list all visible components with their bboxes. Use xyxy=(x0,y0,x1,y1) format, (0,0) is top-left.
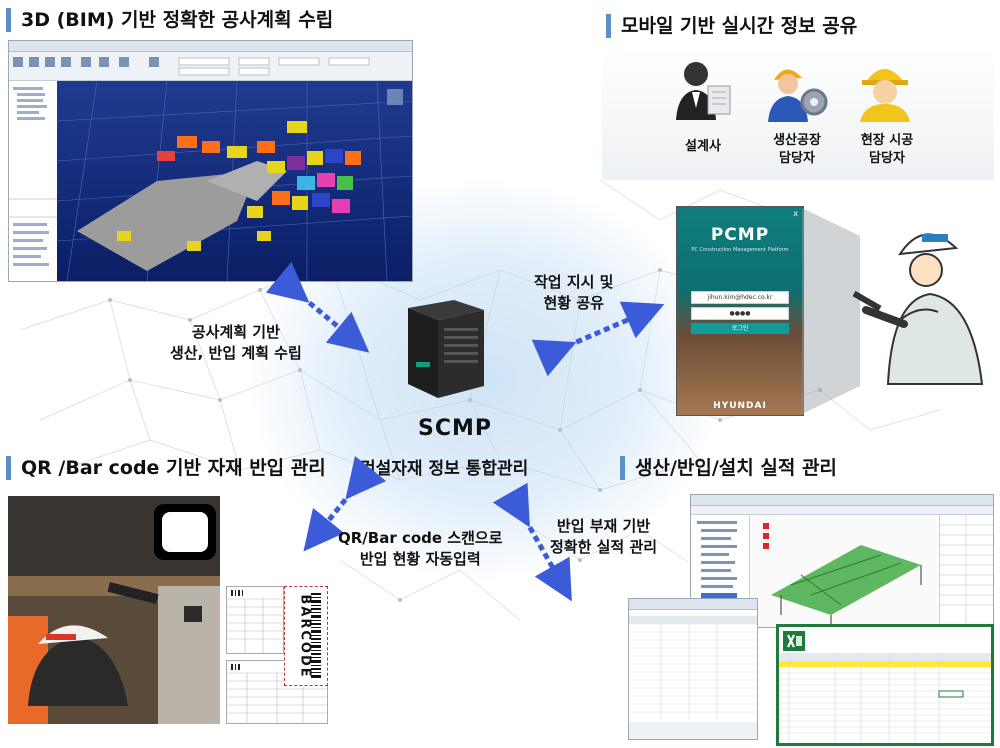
bim-3d-viewport[interactable] xyxy=(57,81,412,281)
bim-section-title: 3D (BIM) 기반 정확한 공사계획 수립 xyxy=(6,8,333,32)
bim-model-tree xyxy=(9,81,58,281)
qr-scan-photo xyxy=(8,496,220,724)
arrow-bim-server xyxy=(265,261,370,353)
hyundai-logo: HYUNDAI xyxy=(713,401,767,411)
phone-password-field[interactable]: ●●●● xyxy=(691,307,789,320)
bim-ribbon-toolbar xyxy=(9,52,412,81)
barcode-text: BARCODE xyxy=(297,594,313,679)
production-properties xyxy=(939,515,993,627)
performance-caption: 반입 부재 기반 정확한 실적 관리 xyxy=(550,517,658,556)
site-worker-icon xyxy=(860,69,910,122)
production-section-title: 생산/반입/설치 실적 관리 xyxy=(620,456,837,480)
barcode-sheet-1 xyxy=(226,586,284,654)
excel-icon xyxy=(783,631,805,651)
designer-icon xyxy=(676,62,731,120)
scan-caption: QR/Bar code 스캔으로 반입 현황 자동입력 xyxy=(338,529,503,568)
barcode-label: BARCODE xyxy=(284,586,328,686)
designer-label: 설계사 xyxy=(685,139,721,154)
production-list-window xyxy=(628,598,758,740)
helmet-worker-icon xyxy=(852,233,984,385)
phone-zoom-funnel xyxy=(802,208,860,414)
factory-worker-label: 생산공장 담당자 xyxy=(773,133,821,166)
phone-app-subtitle: PC Construction Management Platform xyxy=(691,247,789,253)
arrow-server-phone xyxy=(531,301,665,377)
phone-app-title: PCMP xyxy=(710,225,770,245)
site-worker-label: 현장 시공 담당자 xyxy=(860,133,914,166)
work-caption: 작업 지시 및 현황 공유 xyxy=(534,273,614,312)
excel-grid xyxy=(779,653,991,743)
production-3d-window xyxy=(690,494,994,628)
arrow-server-production xyxy=(492,482,572,602)
arrow-server-qr xyxy=(303,455,387,552)
bim-window-titlebar xyxy=(9,41,412,52)
center-system-description: 건설자재 정보 통합관리 xyxy=(360,459,529,479)
phone-login-button[interactable]: 로그인 xyxy=(691,323,789,334)
mobile-section-title: 모바일 기반 실시간 정보 공유 xyxy=(606,14,857,38)
server-icon xyxy=(408,300,484,398)
production-3d-view xyxy=(751,515,937,627)
bim-software-window xyxy=(8,40,413,282)
phone-close-icon[interactable]: x xyxy=(793,209,798,218)
center-system-name: SCMP xyxy=(418,416,493,441)
pcmp-phone-screen: x PCMP PC Construction Management Platfo… xyxy=(676,206,804,416)
phone-email-field[interactable]: jihun.kim@hdec.co.kr xyxy=(691,291,789,304)
plan-caption: 공사계획 기반 생산, 반입 계획 수립 xyxy=(170,323,302,362)
excel-window xyxy=(776,624,994,746)
qr-section-title: QR /Bar code 기반 자재 반입 관리 xyxy=(6,456,326,480)
factory-worker-icon xyxy=(768,69,828,122)
